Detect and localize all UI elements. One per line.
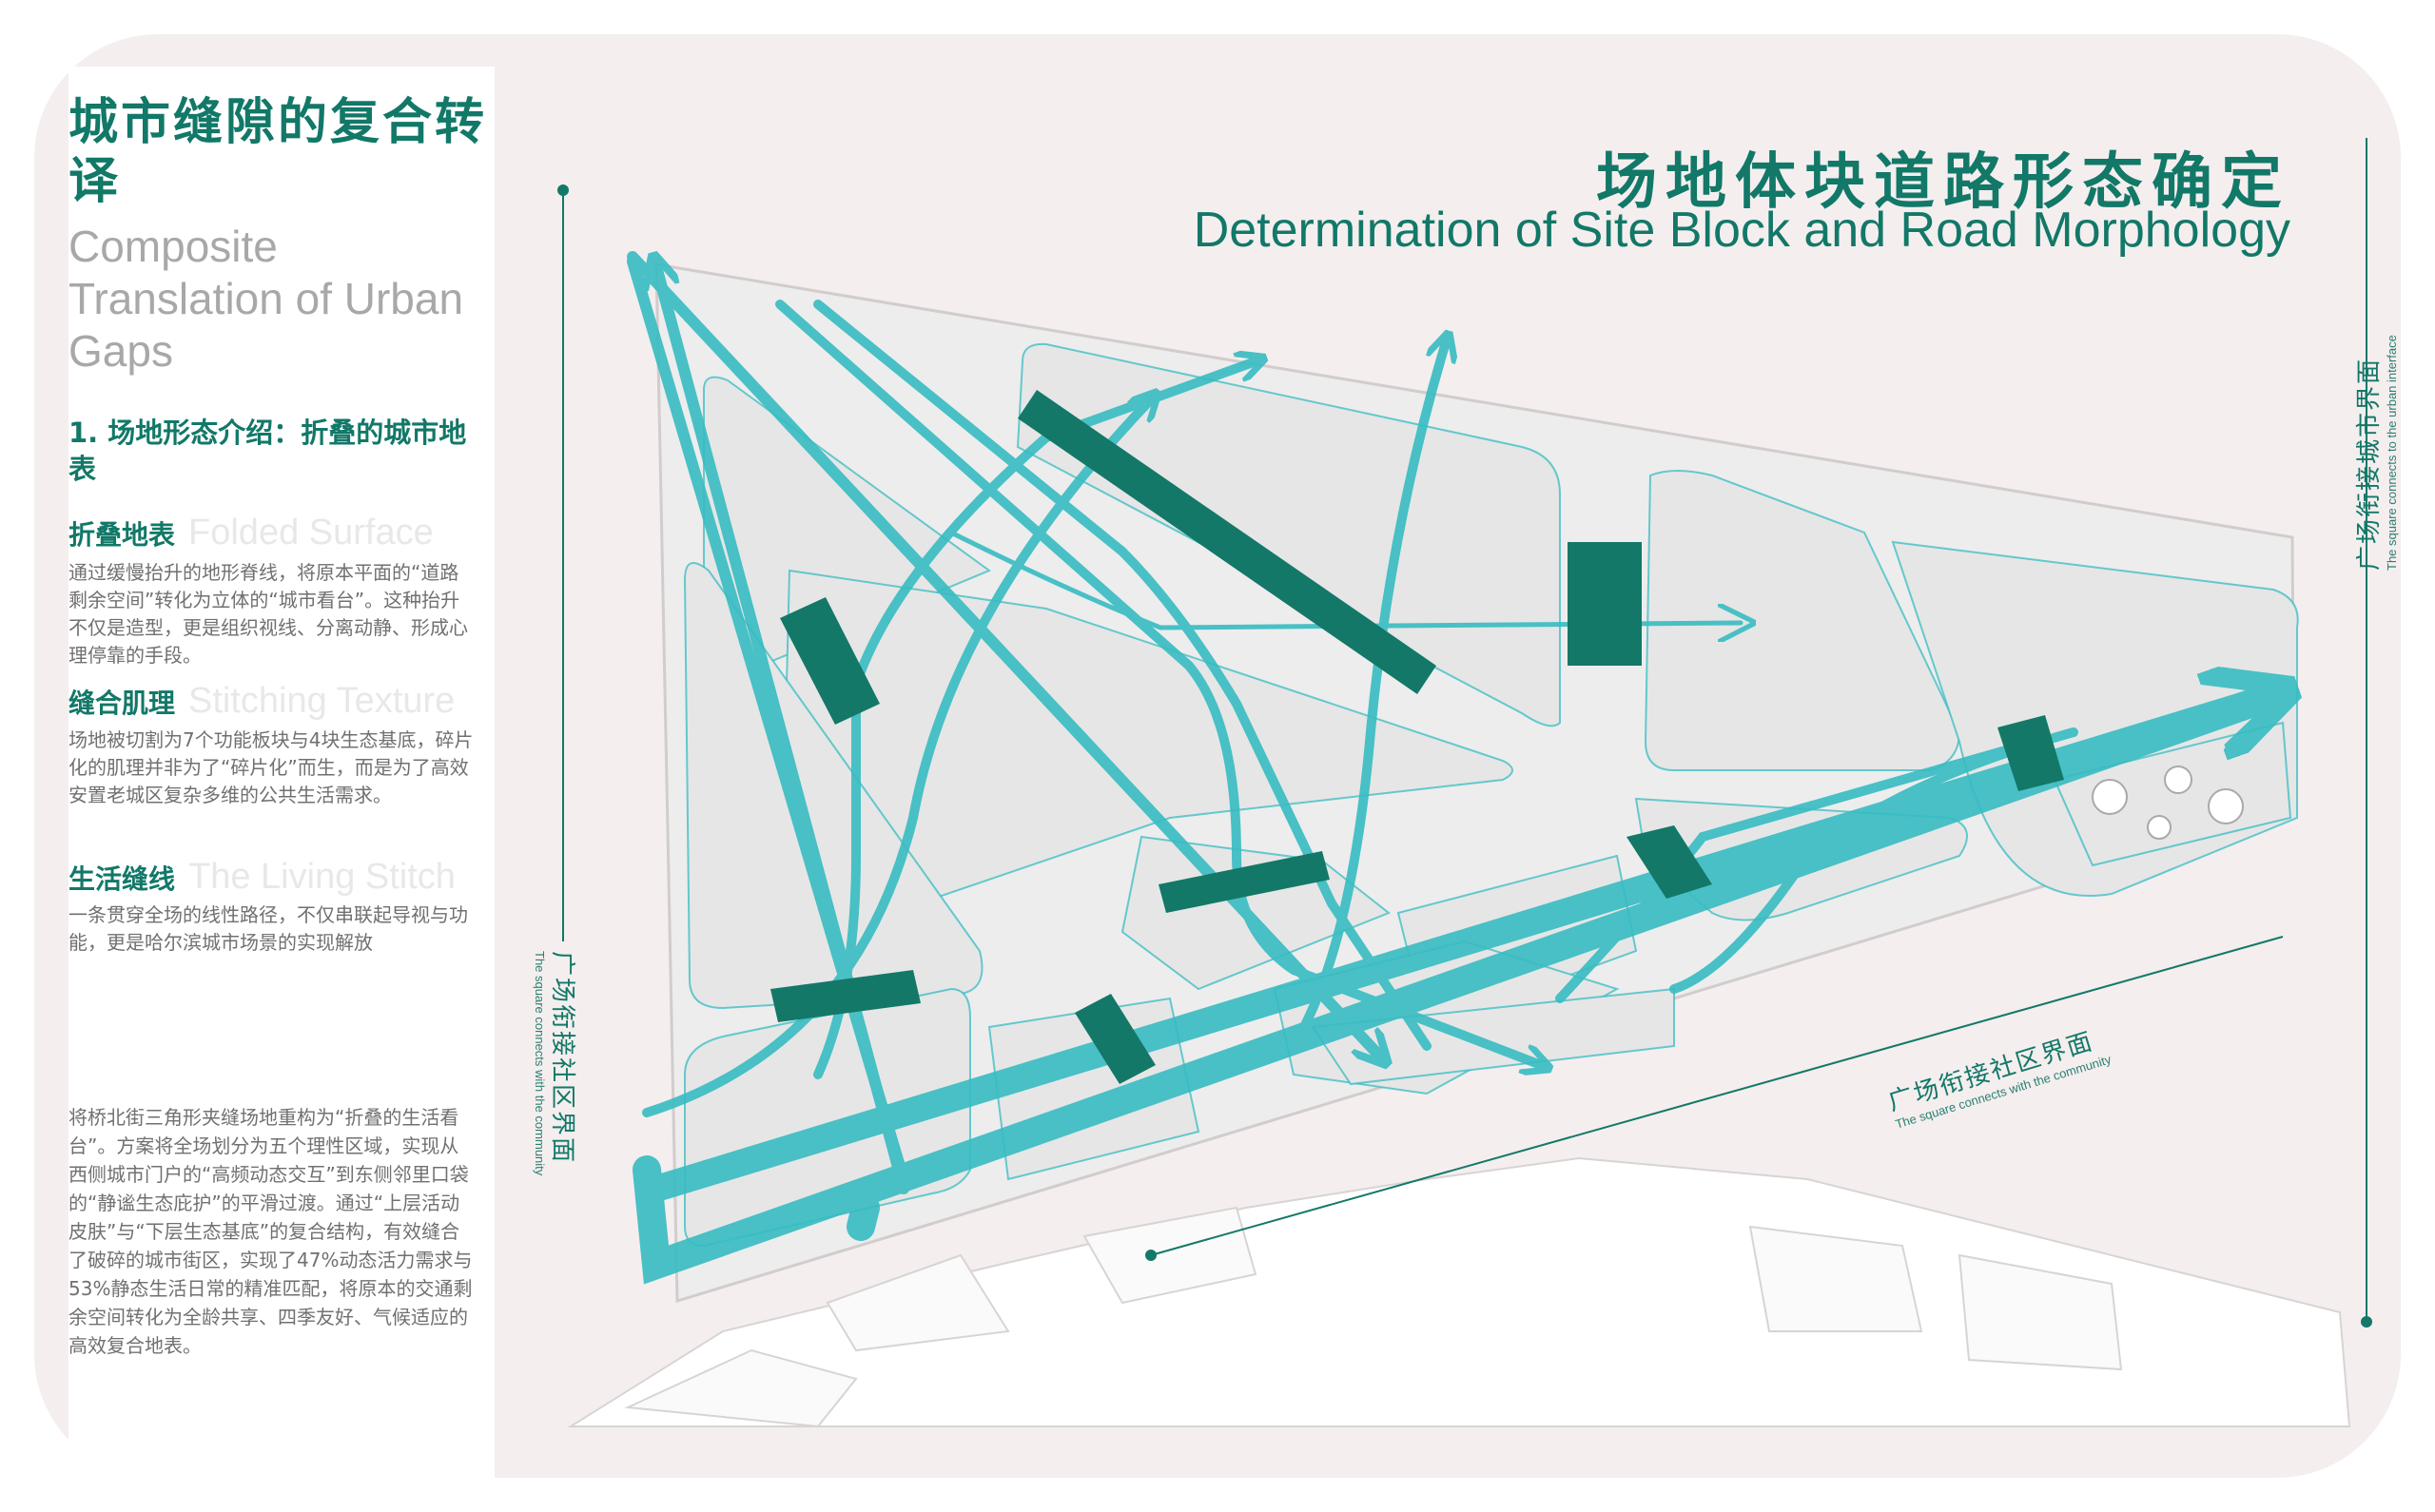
label-urban-interface: 广场衔接城市界面 The square connects to the urba… — [2349, 335, 2399, 571]
crossings — [770, 390, 2064, 1084]
subsection-folded: 折叠地表 Folded Surface — [68, 512, 495, 553]
sub1-title-en: Folded Surface — [188, 513, 434, 552]
page-title-en: Determination of Site Block and Road Mor… — [1193, 203, 2290, 258]
sub2-title-en: Stitching Texture — [188, 681, 456, 721]
sub3-title-cn: 生活缝线 — [68, 863, 176, 895]
label-urban-en: The square connects to the urban interfa… — [2385, 335, 2399, 571]
label-community-left-en: The square connects with the community — [533, 951, 547, 1176]
sub1-text: 通过缓慢抬升的地形脊线，将原本平面的“道路剩余空间”转化为立体的“城市看台”。这… — [68, 561, 468, 667]
summary-text: 将桥北街三角形夹缝场地重构为“折叠的生活看台”。方案将全场划分为五个理性区域，实… — [68, 1106, 473, 1357]
section-heading: 1. 场地形态介绍：折叠的城市地表 — [68, 417, 467, 485]
section-title-en: Composite Translation of Urban Gaps — [68, 222, 464, 376]
section-title-cn: 城市缝隙的复合转译 — [68, 94, 488, 210]
extruded-blocks — [567, 1156, 2351, 1428]
leader-lines — [557, 138, 2372, 1328]
subsection-stitching: 缝合肌理 Stitching Texture — [68, 680, 495, 722]
label-urban-cn: 广场衔接城市界面 — [2355, 357, 2384, 571]
label-community-left: 广场衔接社区界面 The square connects with the co… — [533, 951, 582, 1175]
sub3-title-en: The Living Stitch — [188, 857, 456, 897]
main-spine-road — [633, 699, 2264, 1285]
page-title-cn: 场地体块道路形态确定 — [1596, 147, 2290, 218]
sub1-title-cn: 折叠地表 — [68, 519, 176, 551]
circle-features — [2092, 766, 2244, 840]
sidebar — [68, 67, 495, 1493]
label-community-left-cn: 广场衔接社区界面 — [548, 951, 576, 1165]
sub2-text: 场地被切割为7个功能板块与4块生态基底，碎片化的肌理并非为了“碎片化”而生，而是… — [68, 728, 474, 806]
subsection-living: 生活缝线 The Living Stitch — [68, 856, 495, 898]
sub3-text: 一条贯穿全场的线性路径，不仅串联起导视与功能，更是哈尔滨城市场景的实现解放 — [68, 903, 468, 954]
road-network — [627, 257, 2264, 1285]
sub2-title-cn: 缝合肌理 — [68, 688, 176, 719]
